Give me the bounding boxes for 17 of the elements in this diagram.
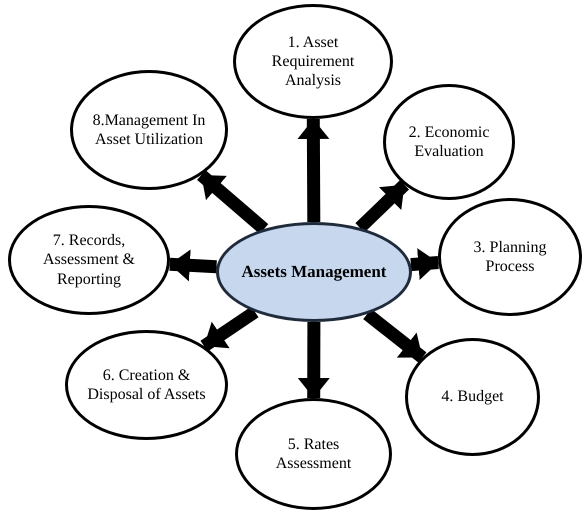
node-text: 1. Asset Requirement Analysis bbox=[270, 32, 356, 90]
block-arrow bbox=[298, 322, 330, 398]
block-arrow bbox=[363, 308, 426, 363]
block-arrow bbox=[410, 248, 439, 280]
node-text: Assets Management bbox=[240, 262, 388, 282]
block-arrow bbox=[297, 118, 330, 222]
block-arrow bbox=[197, 170, 268, 234]
node-text: 7. Records, Assessment & Reporting bbox=[42, 231, 136, 289]
block-arrow bbox=[355, 180, 410, 232]
node-text: 6. Creation & Disposal of Assets bbox=[86, 366, 207, 404]
node-text: 8.Management In Asset Utilization bbox=[92, 110, 206, 150]
node-text: 4. Budget bbox=[440, 387, 505, 407]
node-text: 5. Rates Assessment bbox=[274, 434, 352, 474]
block-arrow bbox=[200, 306, 259, 352]
block-arrow bbox=[169, 249, 217, 282]
node-text: 3. Planning Process bbox=[472, 238, 548, 276]
node-text: 2. Economic Evaluation bbox=[408, 122, 490, 162]
